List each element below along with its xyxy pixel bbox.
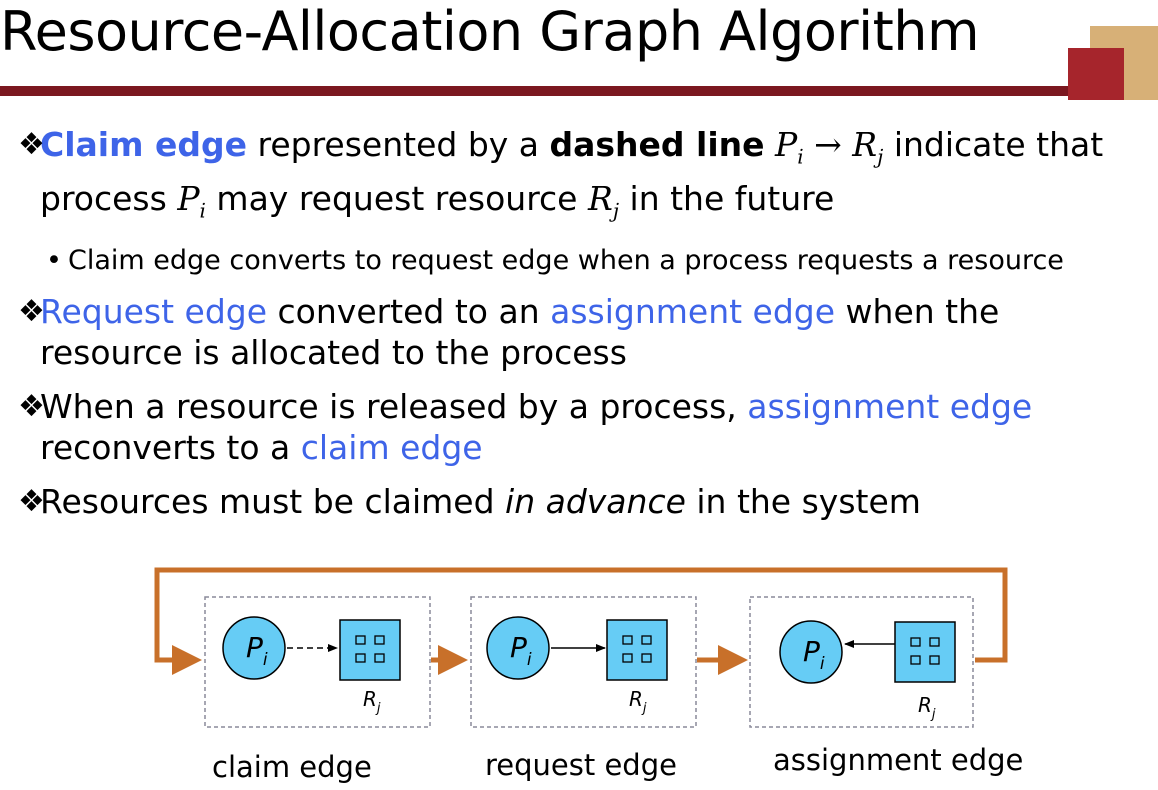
diamond-bullet-icon: ❖ <box>18 484 45 520</box>
term-claim-edge: Claim edge <box>40 125 247 164</box>
title-underline <box>0 86 1110 96</box>
italic-in-advance: in advance <box>505 482 686 522</box>
bullet-text: represented by a <box>247 125 550 164</box>
resource-node <box>606 619 668 681</box>
resource-node <box>894 621 956 683</box>
math-arrow: → <box>803 125 853 164</box>
request-edge-box <box>470 596 697 728</box>
resource-node <box>339 619 401 681</box>
sub-bullet-text: Claim edge converts to request edge when… <box>68 245 1064 277</box>
corner-decoration-red <box>1068 48 1124 100</box>
bullet-text: may request resource <box>205 178 588 218</box>
process-node <box>779 620 843 684</box>
process-node-label: Pi <box>510 631 532 670</box>
process-node-label: Pi <box>246 631 268 670</box>
caption-claim-edge: claim edge <box>212 750 372 784</box>
resource-instances <box>355 635 385 663</box>
bullet-dot-icon: • <box>46 245 62 277</box>
resource-node-label: Rj <box>918 693 936 722</box>
claim-edge-box <box>204 596 431 728</box>
resource-node-label: Rj <box>629 687 647 716</box>
bullet-text: in the future <box>619 178 835 218</box>
bullet-text: when the resource is allocated to the pr… <box>40 292 1000 373</box>
diamond-bullet-icon: ❖ <box>18 294 45 330</box>
bullet-claim-edge: ❖ Claim edge represented by a dashed lin… <box>18 124 1143 231</box>
process-node-label: Pi <box>803 635 825 674</box>
diamond-bullet-icon: ❖ <box>18 389 45 425</box>
process-node <box>486 616 550 680</box>
bullet-request-edge: ❖ Request edge converted to an assignmen… <box>18 291 1143 373</box>
sub-bullet: • Claim edge converts to request edge wh… <box>18 244 1143 277</box>
term-assignment-edge: assignment edge <box>747 387 1033 427</box>
resource-node-label: Rj <box>363 687 381 716</box>
bullet-release: ❖ When a resource is released by a proce… <box>18 386 1143 468</box>
math-r: Rj <box>852 125 884 169</box>
diamond-bullet-icon: ❖ <box>18 127 45 162</box>
diagram-svg: Pi Rj Pi Rj Pi Rj <box>154 567 1008 728</box>
bullet-list: ❖ Claim edge represented by a dashed lin… <box>18 124 1143 535</box>
bullet-text: reconverts to a <box>40 428 301 468</box>
edge-cycle-diagram: Pi Rj Pi Rj Pi Rj claim edge request edg… <box>0 560 1158 790</box>
caption-request-edge: request edge <box>485 748 677 782</box>
bold-dashed-line: dashed line <box>549 125 765 164</box>
term-assignment-edge: assignment edge <box>550 292 836 332</box>
math-r: Rj <box>587 178 620 223</box>
bullet-text: Resources must be claimed <box>40 482 506 522</box>
bullet-text: in the system <box>685 482 921 522</box>
resource-instances <box>622 635 652 663</box>
cycle-return-arrow <box>154 567 1008 675</box>
term-request-edge: Request edge <box>40 292 268 332</box>
math-p: Pi <box>775 125 804 169</box>
bullet-advance: ❖ Resources must be claimed in advance i… <box>18 481 1143 522</box>
process-node <box>222 616 286 680</box>
bullet-text: converted to an <box>267 292 551 332</box>
bullet-text: When a resource is released by a process… <box>40 387 748 427</box>
bullet-text: indicate that process <box>40 125 1104 218</box>
assignment-edge-box <box>749 596 974 728</box>
resource-instances <box>910 637 940 665</box>
slide-title: Resource-Allocation Graph Algorithm <box>0 0 980 63</box>
caption-assignment-edge: assignment edge <box>773 743 1024 777</box>
term-claim-edge: claim edge <box>300 428 483 468</box>
math-p: Pi <box>177 178 206 223</box>
